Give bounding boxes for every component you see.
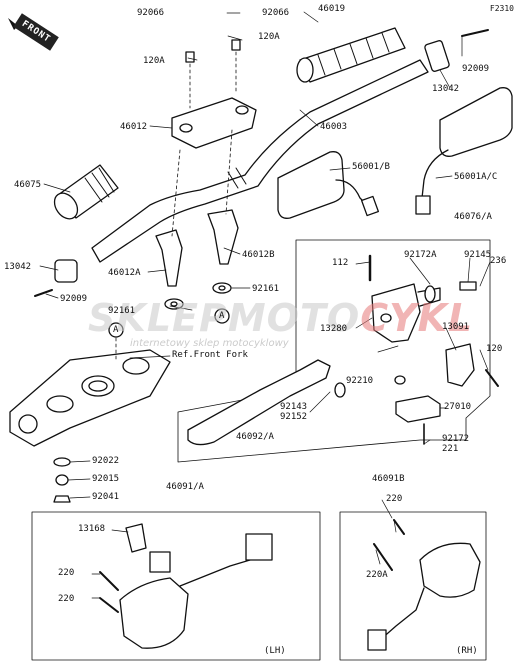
callout-label: 46091/A [166,482,204,492]
callout-label: 236 [490,256,507,266]
callout-label: 46012B [242,250,275,260]
steering-stem-head [9,349,171,447]
side-label-lh: (LH) [264,646,286,656]
mirror-right [439,87,513,157]
callout-label: 46091B [372,474,405,484]
callout-label: 92161 [108,306,136,316]
callout-label: 46012 [120,122,148,132]
callout-label: 13280 [320,324,348,334]
callout-label: 120A [143,56,165,66]
callout-label: 92015 [92,474,120,484]
throttle-grip [296,27,406,83]
callout-label: 120A [258,32,280,42]
rh-switch-housing [419,542,481,598]
callout-label: 46092/A [236,432,274,442]
callout-label: 92172A [404,250,437,260]
lever-assembly-frame [177,239,491,463]
callout-label: 92172 [442,434,470,444]
callout-label: Ref.Front Fork [172,350,248,360]
side-label-rh: (RH) [456,646,478,656]
callout-label: 56001/B [352,162,390,172]
callout-label: 220A [366,570,388,580]
callout-label: 92145 [464,250,492,260]
watermark-brand-a: SKLEPMOTO [88,296,361,340]
callout-label: 92161 [252,284,280,294]
callout-label: 13168 [78,524,106,534]
callout-label: 92041 [92,492,120,502]
callout-label: 120 [486,344,503,354]
callout-label: 220 [58,594,75,604]
callout-marker-a: A [219,311,225,321]
clutch-lever [187,359,331,446]
figure-code: F2310 [489,4,514,13]
callout-label: 92066 [137,8,165,18]
callout-marker-a: A [113,325,119,335]
callout-label: 13091 [442,322,470,332]
handlebar [91,59,429,263]
callout-label: 46003 [320,122,348,132]
watermark-brand: SKLEPMOTOCYKL [88,296,473,340]
callout-label: 92152 [280,412,308,422]
lh-switch-housing [119,577,189,649]
left-grip [53,164,119,220]
callout-label: 92009 [462,64,490,74]
watermark-brand-b: CYKL [360,296,474,340]
callout-label: 46019 [318,4,346,14]
watermark-tagline: internetowy sklep motocyklowy [130,338,289,349]
callout-label: 13042 [432,84,460,94]
callout-label: 46076/A [454,212,492,222]
callout-label: 92022 [92,456,120,466]
lh-switch-frame [31,511,321,661]
mirror-left [277,151,345,219]
callout-label: 92066 [262,8,290,18]
callout-label: 56001A/C [454,172,498,182]
rh-switch-frame [339,511,487,661]
callout-label: 92009 [60,294,88,304]
callout-label: 92210 [346,376,374,386]
callout-label: 220 [386,494,403,504]
callout-label: 112 [332,258,349,268]
callout-label: 13042 [4,262,32,272]
callout-label: 220 [58,568,75,578]
callout-label: 46012A [108,268,141,278]
callout-label: 46075 [14,180,42,190]
callout-label: 92143 [280,402,308,412]
callout-label: 27010 [444,402,472,412]
upper-clamp [171,97,257,149]
callout-label: 221 [442,444,459,454]
